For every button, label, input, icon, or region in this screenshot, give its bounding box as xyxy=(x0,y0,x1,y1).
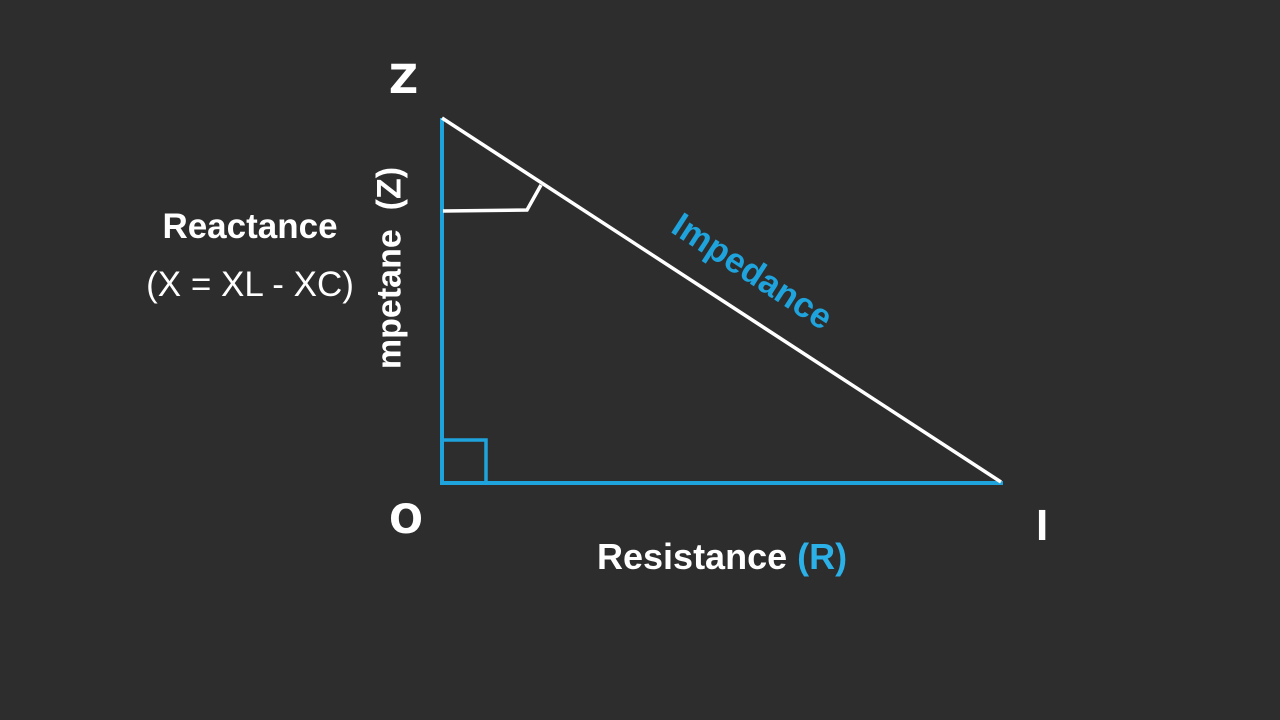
reactance-formula: (X = XL - XC) xyxy=(146,265,354,304)
angle-marker xyxy=(442,184,543,213)
resistance-text: Resistance xyxy=(597,536,788,577)
reactance-label: Reactance (X = XL - XC) xyxy=(130,198,370,314)
vertex-label-right: I xyxy=(1036,501,1049,550)
vertex-label-origin: O xyxy=(389,497,424,543)
vertex-label-top: Z xyxy=(389,57,419,103)
vertical-side-label: mpetane (Z) xyxy=(370,166,409,370)
resistance-symbol: (R) xyxy=(797,536,848,577)
reactance-title: Reactance xyxy=(162,207,338,246)
impedance-hypotenuse xyxy=(441,116,1002,484)
right-angle-marker xyxy=(442,438,488,483)
resistance-label: Resistance (R) xyxy=(597,536,847,578)
